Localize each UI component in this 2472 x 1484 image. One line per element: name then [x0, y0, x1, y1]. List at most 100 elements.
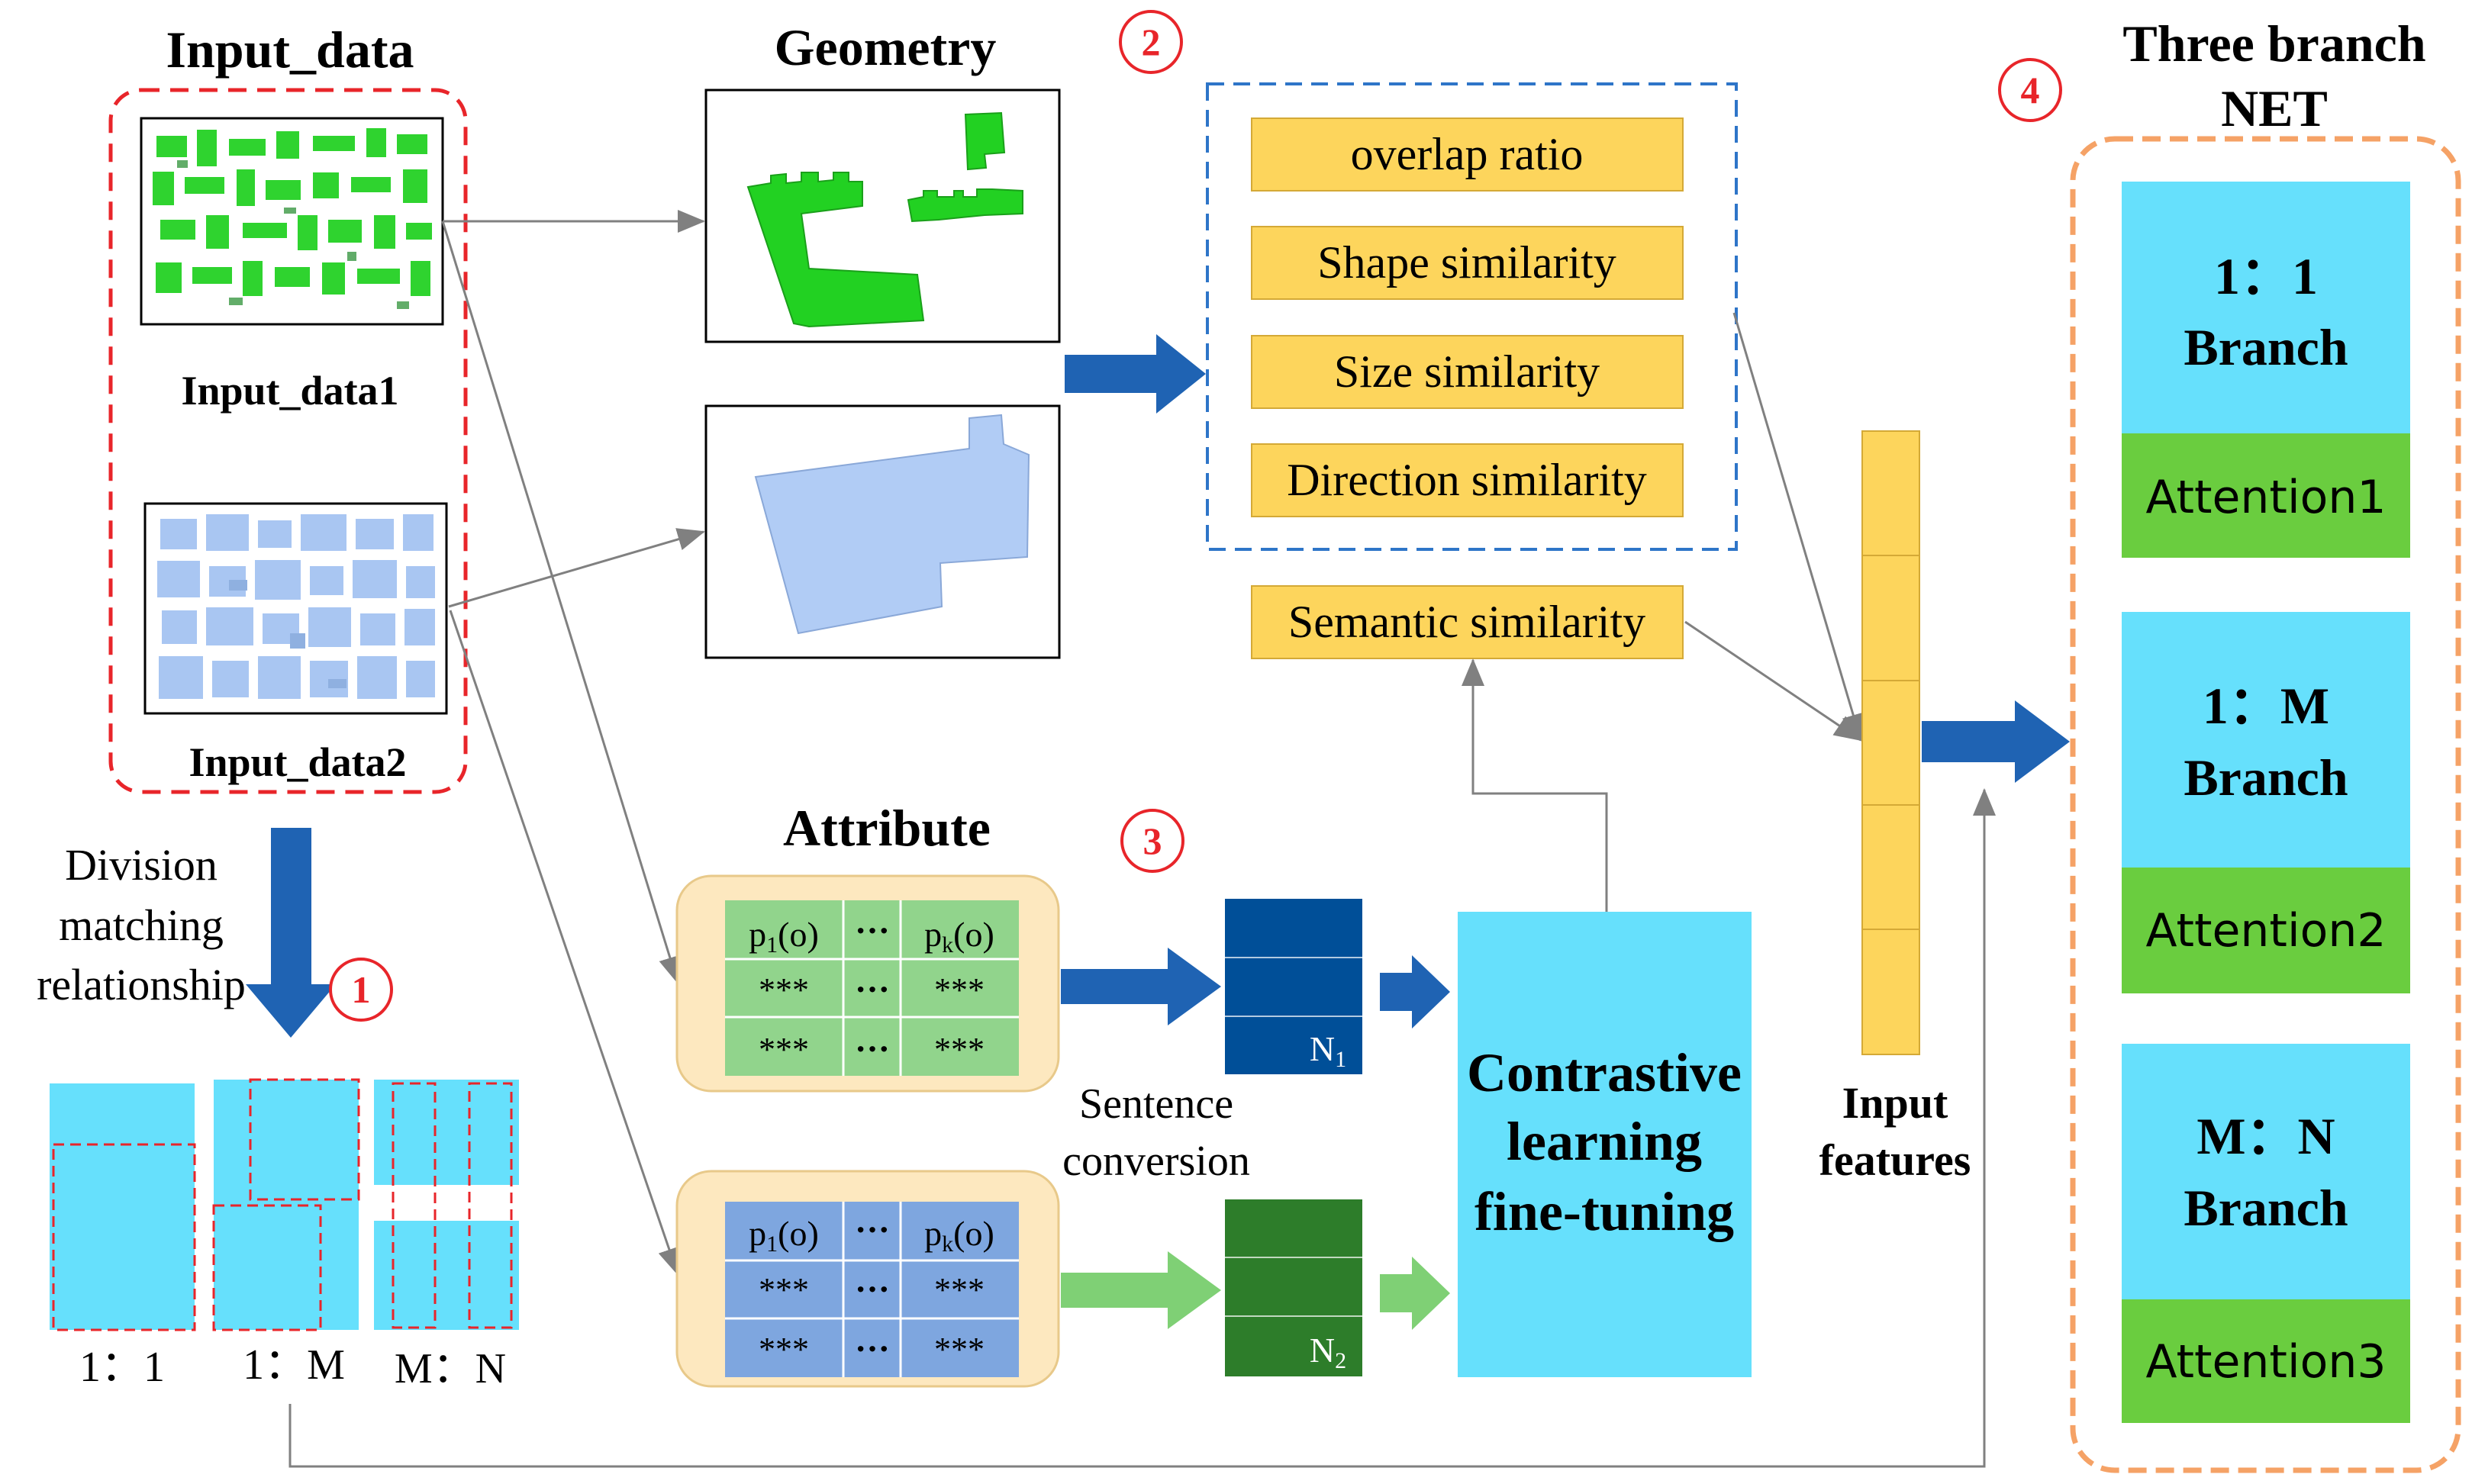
input-features-line1: Input: [1842, 1078, 1948, 1128]
division-text-line2: matching: [59, 900, 224, 950]
cell-pk-base: p: [924, 915, 942, 954]
geometry-group: Geometry: [704, 18, 1061, 659]
cell-stars: ***: [759, 1031, 809, 1068]
attention1-text: Attention1: [2145, 471, 2386, 524]
n2-base: N: [1310, 1331, 1335, 1370]
shape-similarity-text: Shape similarity: [1317, 237, 1616, 288]
attribute-group: Attribute p1(o) ··· pk(o) *** ··· *** **…: [675, 799, 1450, 1388]
cell-ellipsis: ···: [855, 911, 890, 950]
division-down-arrow: [246, 828, 336, 1038]
attention2-text: Attention2: [2145, 904, 2386, 958]
branch-3-label: Branch: [2184, 1179, 2348, 1237]
contrastive-line2: learning: [1507, 1111, 1702, 1172]
cell-stars: ***: [934, 971, 985, 1009]
branch-1-ratio: 1：1: [2214, 247, 2318, 305]
cell-pk-base: p: [924, 1214, 942, 1253]
overlap-ratio-box: [1251, 117, 1684, 192]
branch-2-ratio: 1：M: [2203, 677, 2329, 735]
cell-ellipsis: ···: [855, 1029, 890, 1068]
features-to-net-arrow: [1922, 700, 2070, 783]
input-features-line2: features: [1819, 1135, 1971, 1185]
attribute-table-1: p1(o) ··· pk(o) *** ··· *** *** ··· ***: [725, 900, 1019, 1076]
cell-stars: ***: [759, 1271, 809, 1309]
contrastive-line1: Contrastive: [1467, 1042, 1742, 1103]
green-building-shapes: [746, 111, 1023, 328]
svg-text:4: 4: [2021, 69, 2040, 111]
svg-text:pk(o): pk(o): [924, 915, 994, 958]
geometry-to-similarity-arrow: [1065, 334, 1206, 414]
svg-text:3: 3: [1143, 819, 1162, 862]
branch-1-m: 1：M Branch Attention2: [2122, 612, 2410, 993]
division-text-line3: relationship: [37, 960, 246, 1009]
step-markers: 1 2 3 4: [329, 10, 2062, 1022]
blue-building-shape: [754, 414, 1030, 635]
branch-1-1: 1：1 Branch Attention1: [2122, 182, 2410, 558]
table2-to-n2-arrow: [1061, 1251, 1221, 1329]
attribute-table-2: p1(o) ··· pk(o) *** ··· *** *** ··· ***: [725, 1202, 1019, 1377]
input-data-group: Input_data: [108, 21, 468, 794]
division-group: Division matching relationship 1：1 1：M M…: [37, 828, 519, 1392]
branch-3-ratio: M：N: [2196, 1107, 2335, 1165]
net-dashed-box: [2070, 136, 2461, 1473]
cell-ellipsis: ···: [855, 970, 890, 1009]
cell-stars: ***: [934, 1331, 985, 1368]
contrastive-group: Contrastive learning fine-tuning: [1458, 912, 1752, 1377]
cell-stars: ***: [934, 1031, 985, 1068]
n2-sub: 2: [1335, 1348, 1346, 1373]
geometry-title: Geometry: [775, 18, 997, 76]
input-data-dashed-box: [108, 88, 468, 794]
cell-p1-paren: (o): [778, 915, 819, 954]
step-marker-4: 4: [1998, 58, 2062, 122]
input-data2-label: Input_data2: [189, 739, 406, 785]
contrastive-box: [1458, 912, 1752, 1377]
division-type-3: M：N: [395, 1345, 506, 1392]
division-type-1: 1：1: [79, 1344, 165, 1391]
n1-base: N: [1310, 1029, 1335, 1068]
input-data2-map: [143, 502, 448, 715]
attention3-text: Attention3: [2145, 1335, 2386, 1389]
input-data-title: Input_data: [166, 21, 414, 79]
sentence-conversion-line2: conversion: [1062, 1138, 1250, 1185]
input-data1-map: [140, 117, 444, 326]
n2-block: N2: [1225, 1199, 1362, 1376]
table1-to-n1-arrow: [1061, 948, 1221, 1025]
sentence-conversion-line1: Sentence: [1079, 1080, 1233, 1128]
branch-m-n: M：N Branch Attention3: [2122, 1044, 2410, 1423]
step-marker-3: 3: [1120, 809, 1184, 873]
division-m-to-n: [374, 1080, 519, 1330]
division-one-to-m: [212, 1078, 360, 1331]
svg-text:N1: N1: [1310, 1029, 1346, 1072]
division-type-2: 1：M: [243, 1341, 345, 1389]
shape-similarity-box: [1251, 226, 1684, 300]
svg-text:p1(o): p1(o): [749, 1214, 819, 1257]
n1-sub: 1: [1335, 1047, 1346, 1072]
cell-pk-sub: k: [942, 932, 953, 958]
cell-p1-sub: 1: [766, 932, 778, 958]
semantic-similarity-box: [1251, 585, 1684, 659]
similarity-group: overlap ratio Shape similarity Size simi…: [1206, 82, 1738, 659]
input-data1-label: Input_data1: [181, 368, 398, 414]
step-marker-1: 1: [329, 958, 393, 1022]
svg-text:2: 2: [1142, 21, 1161, 63]
cell-p1-base: p: [749, 915, 766, 954]
size-similarity-box: [1251, 335, 1684, 409]
cell-pk-sub: k: [942, 1231, 953, 1257]
cell-p1-sub: 1: [766, 1231, 778, 1257]
svg-text:p1(o): p1(o): [749, 915, 819, 958]
three-branch-net-group: Three branch NET 1：1 Branch Attention1 1…: [2070, 14, 2461, 1473]
size-similarity-text: Size similarity: [1334, 346, 1600, 397]
cell-ellipsis: ···: [855, 1210, 890, 1249]
cell-ellipsis: ···: [855, 1270, 890, 1309]
cell-stars: ***: [759, 971, 809, 1009]
contrastive-line3: fine-tuning: [1474, 1181, 1734, 1242]
cell-p1-paren: (o): [778, 1214, 819, 1253]
attribute-title: Attribute: [783, 799, 991, 857]
overlap-ratio-text: overlap ratio: [1351, 129, 1584, 179]
division-one-to-one: [50, 1083, 196, 1331]
net-title-line1: Three branch: [2122, 14, 2425, 72]
n1-to-contrastive-arrow: [1380, 955, 1450, 1028]
cell-stars: ***: [759, 1331, 809, 1368]
step-marker-2: 2: [1119, 10, 1183, 74]
